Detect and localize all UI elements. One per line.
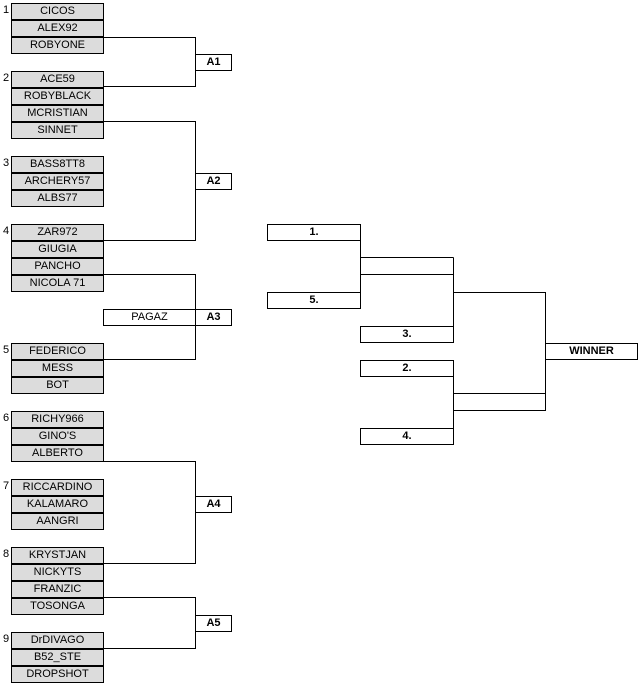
player-cell: BASS8TT8 (11, 156, 104, 173)
player-cell: RICHY966 (11, 411, 104, 428)
slot-pagaz: PAGAZ (103, 309, 196, 326)
player-cell: CICOS (11, 3, 104, 20)
group-number: 2 (3, 72, 10, 84)
player-cell: DrDIVAGO (11, 632, 104, 649)
slot-a3: A3 (195, 309, 232, 326)
group-number: 3 (3, 157, 10, 169)
group-number: 8 (3, 548, 10, 560)
winner-slot: WINNER (545, 343, 638, 360)
player-cell: ALBS77 (11, 190, 104, 207)
player-cell: DROPSHOT (11, 666, 104, 683)
player-cell: GIUGIA (11, 241, 104, 258)
player-cell: ARCHERY57 (11, 173, 104, 190)
slot-a1: A1 (195, 54, 232, 71)
player-cell: FRANZIC (11, 581, 104, 598)
group-number: 5 (3, 344, 10, 356)
slot-seed-5: 5. (267, 292, 361, 309)
player-cell: BOT (11, 377, 104, 394)
group-number: 4 (3, 225, 10, 237)
player-cell: ROBYBLACK (11, 88, 104, 105)
slot-a2: A2 (195, 173, 232, 190)
player-cell: TOSONGA (11, 598, 104, 615)
player-cell: ACE59 (11, 71, 104, 88)
group-number: 6 (3, 412, 10, 424)
slot-seed-3: 3. (360, 326, 454, 343)
player-cell: ZAR972 (11, 224, 104, 241)
player-cell: PANCHO (11, 258, 104, 275)
slot-a4: A4 (195, 496, 232, 513)
slot-seed-2: 2. (360, 360, 454, 377)
player-cell: AANGRI (11, 513, 104, 530)
slot-a5: A5 (195, 615, 232, 632)
player-cell: MESS (11, 360, 104, 377)
player-cell: MCRISTIAN (11, 105, 104, 122)
group-number: 7 (3, 480, 10, 492)
player-cell: SINNET (11, 122, 104, 139)
player-cell: RICCARDINO (11, 479, 104, 496)
player-cell: FEDERICO (11, 343, 104, 360)
player-cell: B52_STE (11, 649, 104, 666)
player-cell: ALBERTO (11, 445, 104, 462)
group-number: 1 (3, 4, 10, 16)
group-number: 9 (3, 633, 10, 645)
player-cell: NICOLA 71 (11, 275, 104, 292)
slot-seed-1: 1. (267, 224, 361, 241)
player-cell: KRYSTJAN (11, 547, 104, 564)
player-cell: ALEX92 (11, 20, 104, 37)
player-cell: NICKYTS (11, 564, 104, 581)
slot-seed-4: 4. (360, 428, 454, 445)
player-cell: ROBYONE (11, 37, 104, 54)
player-cell: GINO'S (11, 428, 104, 445)
player-cell: KALAMARO (11, 496, 104, 513)
